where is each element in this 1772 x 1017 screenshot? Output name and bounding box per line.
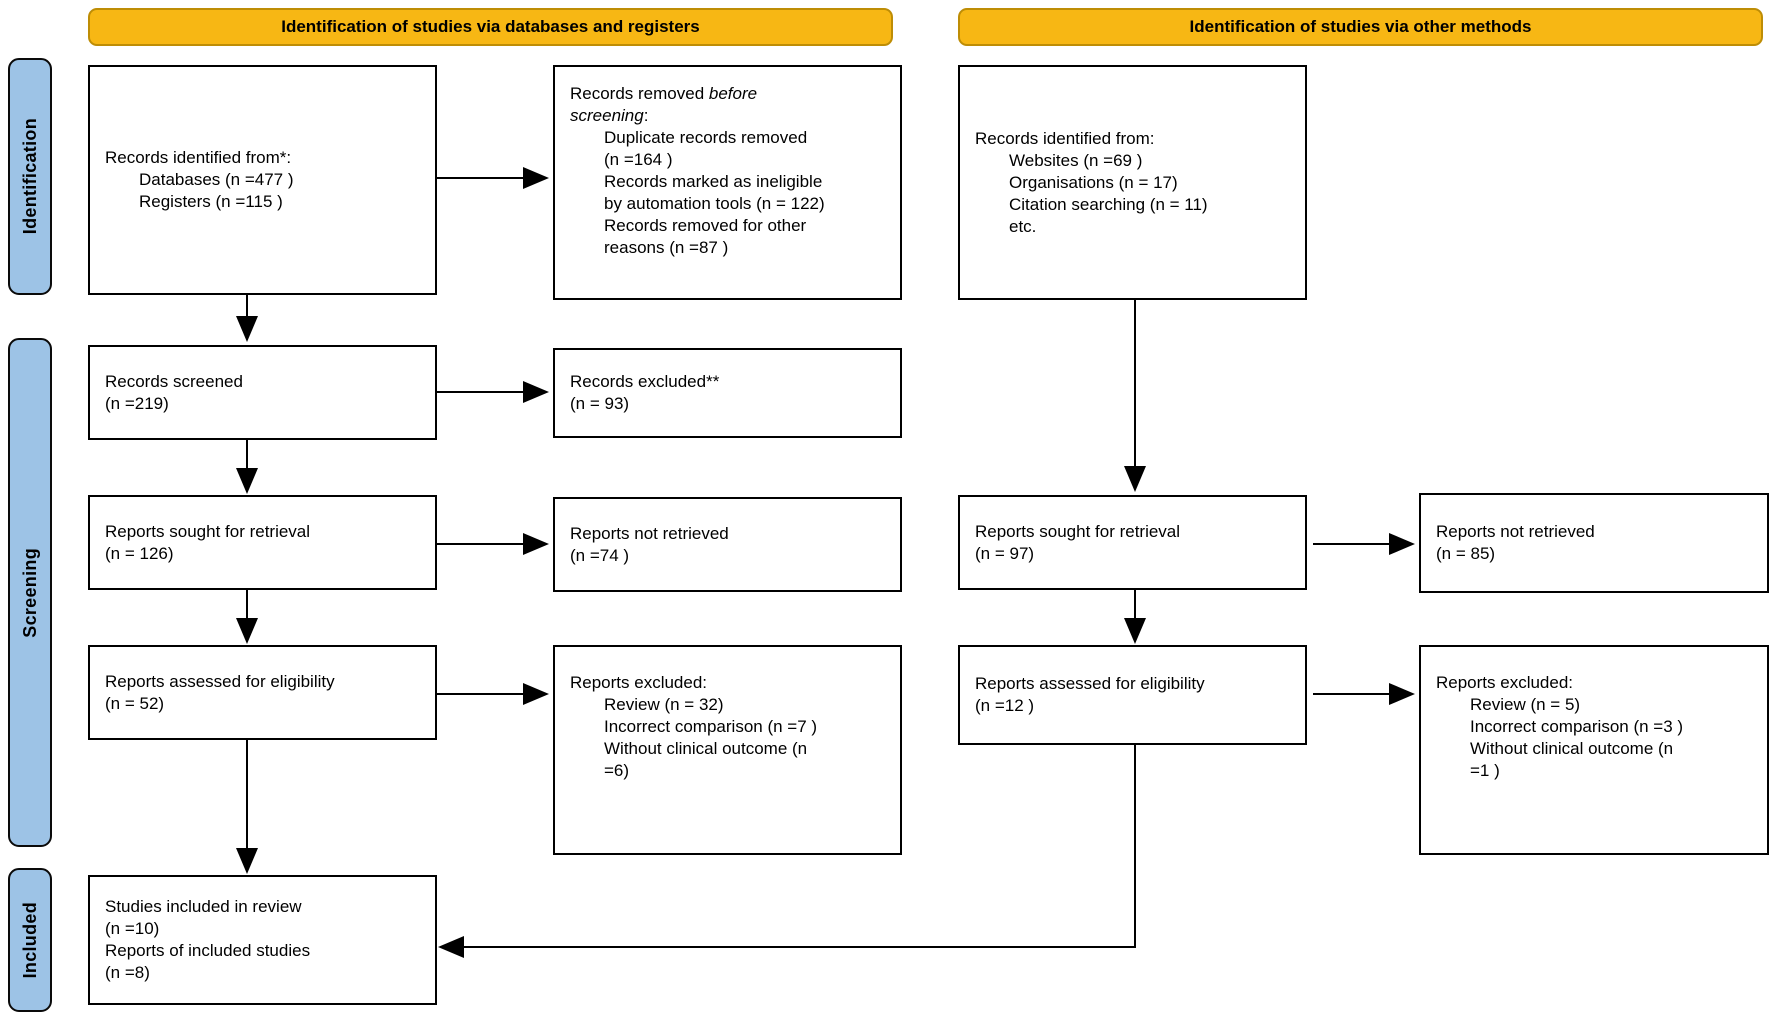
box-records-screened: Records screened (n =219): [88, 345, 437, 440]
box-records-removed-before-screening: Records removed before screening: Duplic…: [553, 65, 902, 300]
box-line: (n = 97): [975, 543, 1035, 563]
stage-screening: Screening: [8, 338, 52, 847]
box-records-identified-other: Records identified from: Websites (n =69…: [958, 65, 1307, 300]
stage-identification: Identification: [8, 58, 52, 295]
box-line: screening:: [570, 105, 888, 127]
header-other-methods: Identification of studies via other meth…: [958, 8, 1763, 46]
box-line: Records marked as ineligible: [604, 172, 823, 191]
header-label: Identification of studies via databases …: [281, 17, 700, 36]
box-line: Incorrect comparison (n =7 ): [604, 717, 818, 736]
box-line: Records removed before: [570, 83, 888, 105]
box-line: Reports assessed for eligibility: [105, 671, 335, 691]
box-line: Databases (n =477 ): [139, 170, 294, 189]
stage-label: Screening: [19, 547, 40, 638]
box-line: (n =219): [105, 393, 169, 413]
box-line: etc.: [1009, 216, 1037, 236]
box-line: Studies included in review: [105, 897, 302, 916]
box-line: (n =74 ): [570, 545, 630, 565]
box-line: Reports of included studies: [105, 941, 311, 960]
box-line: Records screened: [105, 371, 243, 391]
box-line: =6): [604, 761, 630, 780]
box-reports-not-retrieved-databases: Reports not retrieved (n =74 ): [553, 497, 902, 592]
box-reports-excluded-other: Reports excluded: Review (n = 5) Incorre…: [1419, 645, 1769, 855]
text-italic: screening: [570, 106, 644, 125]
box-line: Reports excluded:: [1436, 673, 1574, 692]
box-line: Without clinical outcome (n: [1470, 739, 1674, 758]
box-line: Registers (n =115 ): [139, 192, 283, 211]
box-line: Without clinical outcome (n: [604, 739, 808, 758]
box-reports-sought-databases: Reports sought for retrieval (n = 126): [88, 495, 437, 590]
box-line: Reports sought for retrieval: [975, 521, 1181, 541]
box-line: =1 ): [1470, 761, 1500, 780]
box-line: Incorrect comparison (n =3 ): [1470, 717, 1684, 736]
box-line: Records excluded**: [570, 372, 720, 391]
box-line: (n = 85): [1436, 544, 1496, 563]
box-line: reasons (n =87 ): [604, 238, 729, 257]
box-reports-assessed-other: Reports assessed for eligibility (n =12 …: [958, 645, 1307, 745]
box-line: Duplicate records removed: [604, 128, 808, 147]
box-reports-excluded-databases: Reports excluded: Review (n = 32) Incorr…: [553, 645, 902, 855]
text-normal: Records removed: [570, 84, 709, 103]
box-line: (n =12 ): [975, 696, 1035, 715]
stage-included: Included: [8, 868, 52, 1012]
stage-label: Identification: [19, 118, 40, 235]
box-line: Review (n = 5): [1470, 695, 1581, 714]
box-line: (n = 126): [105, 543, 174, 563]
box-studies-included: Studies included in review (n =10) Repor…: [88, 875, 437, 1005]
box-records-identified-databases: Records identified from*: Databases (n =…: [88, 65, 437, 295]
box-line: Records identified from*:: [105, 148, 292, 167]
box-records-excluded: Records excluded** (n = 93): [553, 348, 902, 438]
box-line: Records removed for other: [604, 216, 807, 235]
header-label: Identification of studies via other meth…: [1189, 17, 1532, 36]
box-reports-not-retrieved-other: Reports not retrieved (n = 85): [1419, 493, 1769, 593]
box-line: (n = 52): [105, 693, 165, 713]
box-line: (n =10): [105, 919, 160, 938]
text-normal: :: [643, 106, 649, 125]
stage-label: Included: [19, 901, 40, 979]
box-line: Reports not retrieved: [570, 523, 729, 543]
box-line: Organisations (n = 17): [1009, 172, 1178, 192]
box-line: Reports assessed for eligibility: [975, 674, 1205, 693]
box-line: Reports excluded:: [570, 673, 708, 692]
box-line: Websites (n =69 ): [1009, 150, 1143, 170]
box-line: Review (n = 32): [604, 695, 724, 714]
box-line: (n =164 ): [604, 150, 673, 169]
box-line: Reports sought for retrieval: [105, 521, 311, 541]
box-line: Reports not retrieved: [1436, 522, 1595, 541]
box-reports-sought-other: Reports sought for retrieval (n = 97): [958, 495, 1307, 590]
box-line: Records identified from:: [975, 128, 1155, 148]
box-line: (n = 93): [570, 394, 630, 413]
text-italic: before: [708, 84, 758, 103]
box-line: Citation searching (n = 11): [1009, 194, 1208, 214]
box-reports-assessed-databases: Reports assessed for eligibility (n = 52…: [88, 645, 437, 740]
box-line: (n =8): [105, 963, 150, 982]
box-line: by automation tools (n = 122): [604, 194, 825, 213]
header-databases-registers: Identification of studies via databases …: [88, 8, 893, 46]
